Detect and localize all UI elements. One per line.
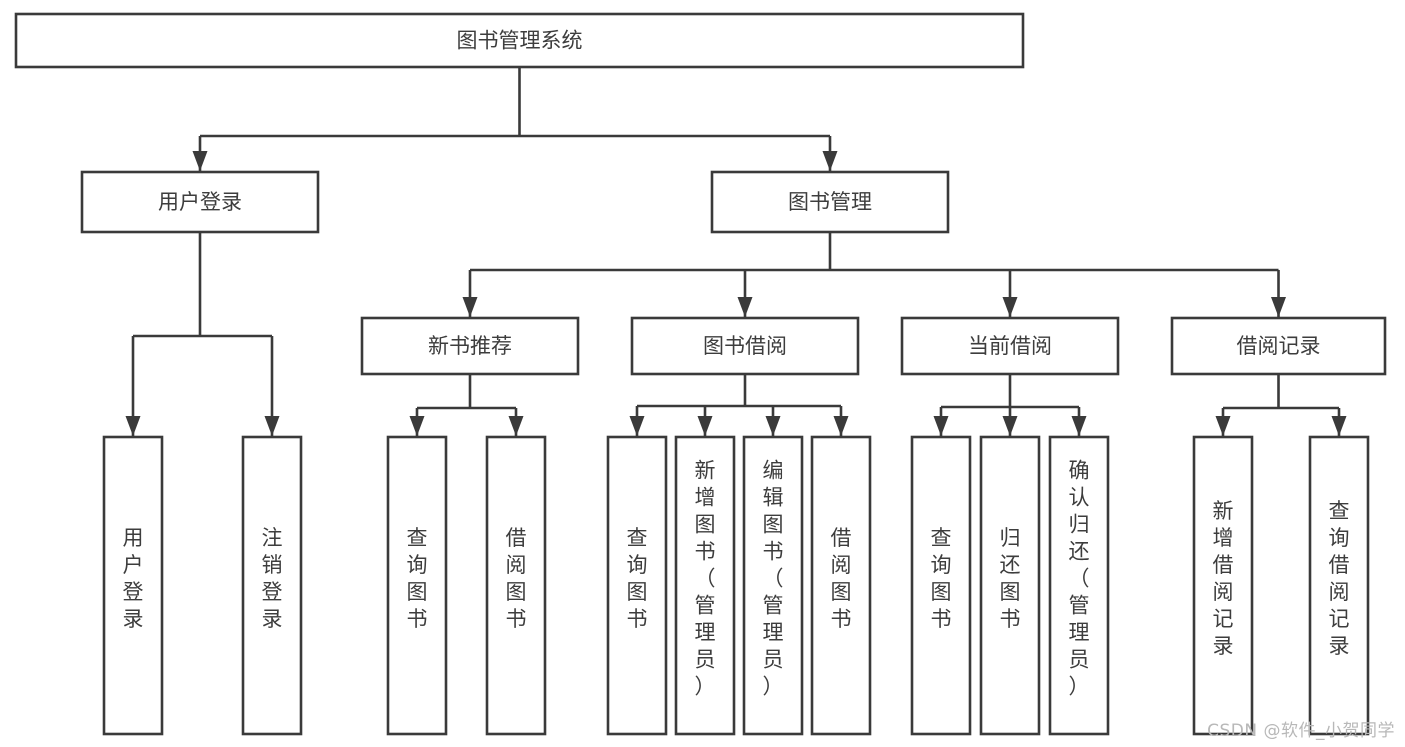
edges-layer xyxy=(125,67,1347,436)
csdn-watermark: CSDN @软件_小贺同学 xyxy=(1207,721,1395,741)
node-box-user-logout-leaf xyxy=(241,435,303,736)
node-label-query-book-1: 查询图书 xyxy=(407,526,428,631)
node-box-add-borrow-record xyxy=(1192,435,1254,736)
leaf-1-arrow-2 xyxy=(765,416,781,436)
node-label-borrow-record: 借阅记录 xyxy=(1237,334,1321,358)
node-label-user-login-leaf: 用户登录 xyxy=(123,526,144,631)
node-box-user-login xyxy=(80,170,320,234)
node-label-return-book: 归还图书 xyxy=(1000,526,1021,631)
node-query-book-2[interactable]: 查询图书 xyxy=(606,435,668,736)
node-box-query-book-3 xyxy=(910,435,972,736)
leaf-1-arrow-3 xyxy=(833,416,849,436)
node-edit-book-admin[interactable]: 编辑图书（管理员） xyxy=(742,435,804,736)
node-box-borrow-book-2 xyxy=(810,435,872,736)
node-label-add-borrow-record: 新增借阅记录 xyxy=(1213,499,1234,658)
node-box-borrow-book-1 xyxy=(485,435,547,736)
node-label-edit-book-admin: 编辑图书（管理员） xyxy=(763,459,784,699)
node-query-book-3[interactable]: 查询图书 xyxy=(910,435,972,736)
leaf-1-arrow-0 xyxy=(629,416,645,436)
node-box-return-book xyxy=(979,435,1041,736)
l2-arrow-1 xyxy=(737,297,753,317)
leaf-1-arrow-1 xyxy=(697,416,713,436)
node-box-book-manage xyxy=(710,170,950,234)
node-add-borrow-record[interactable]: 新增借阅记录 xyxy=(1192,435,1254,736)
node-box-new-book-recommend xyxy=(360,316,580,376)
root-arrow-0 xyxy=(192,151,208,171)
l2-arrow-3 xyxy=(1271,297,1286,317)
node-box-book-borrow xyxy=(630,316,860,376)
l1-0-arrow-1 xyxy=(264,416,280,436)
node-box-user-login-leaf xyxy=(102,435,164,736)
node-book-borrow[interactable]: 图书借阅 xyxy=(630,316,860,376)
leaf-2-arrow-0 xyxy=(933,416,949,436)
node-user-login[interactable]: 用户登录 xyxy=(80,170,320,234)
node-label-root: 图书管理系统 xyxy=(457,29,583,53)
node-box-edit-book-admin xyxy=(742,435,804,736)
node-query-borrow-record[interactable]: 查询借阅记录 xyxy=(1308,435,1370,736)
node-root[interactable]: 图书管理系统 xyxy=(14,12,1025,69)
node-box-query-borrow-record xyxy=(1308,435,1370,736)
node-box-borrow-record xyxy=(1170,316,1387,376)
node-new-book-recommend[interactable]: 新书推荐 xyxy=(360,316,580,376)
node-label-user-logout-leaf: 注销登录 xyxy=(262,526,283,631)
node-label-add-book-admin: 新增图书（管理员） xyxy=(695,459,716,699)
l2-arrow-2 xyxy=(1002,297,1018,317)
node-return-book[interactable]: 归还图书 xyxy=(979,435,1041,736)
leaf-3-arrow-0 xyxy=(1215,416,1231,436)
leaf-3-arrow-1 xyxy=(1331,416,1347,436)
node-label-query-book-2: 查询图书 xyxy=(627,526,648,631)
leaf-2-arrow-1 xyxy=(1002,416,1018,436)
node-user-logout-leaf[interactable]: 注销登录 xyxy=(241,435,303,736)
l2-arrow-0 xyxy=(462,297,478,317)
leaf-0-arrow-1 xyxy=(508,416,524,436)
node-label-query-borrow-record: 查询借阅记录 xyxy=(1329,499,1350,658)
nodes-layer: 图书管理系统用户登录图书管理用户登录注销登录新书推荐图书借阅当前借阅借阅记录查询… xyxy=(14,12,1387,736)
node-label-confirm-return-admin: 确认归还（管理员） xyxy=(1069,459,1090,699)
leaf-0-arrow-0 xyxy=(409,416,425,436)
node-label-borrow-book-1: 借阅图书 xyxy=(506,526,527,631)
node-label-book-borrow: 图书借阅 xyxy=(703,334,787,358)
node-label-borrow-book-2: 借阅图书 xyxy=(831,526,852,631)
node-confirm-return-admin[interactable]: 确认归还（管理员） xyxy=(1048,435,1110,736)
node-borrow-record[interactable]: 借阅记录 xyxy=(1170,316,1387,376)
node-query-book-1[interactable]: 查询图书 xyxy=(386,435,448,736)
node-box-add-book-admin xyxy=(674,435,736,736)
node-current-borrow[interactable]: 当前借阅 xyxy=(900,316,1120,376)
node-label-current-borrow: 当前借阅 xyxy=(968,334,1052,358)
node-user-login-leaf[interactable]: 用户登录 xyxy=(102,435,164,736)
node-book-manage[interactable]: 图书管理 xyxy=(710,170,950,234)
leaf-2-arrow-2 xyxy=(1071,416,1087,436)
node-borrow-book-1[interactable]: 借阅图书 xyxy=(485,435,547,736)
node-label-book-manage: 图书管理 xyxy=(788,190,872,214)
l1-0-arrow-0 xyxy=(125,416,141,436)
root-arrow-1 xyxy=(822,151,838,171)
node-label-user-login: 用户登录 xyxy=(158,190,242,214)
node-box-query-book-2 xyxy=(606,435,668,736)
node-box-query-book-1 xyxy=(386,435,448,736)
node-box-confirm-return-admin xyxy=(1048,435,1110,736)
node-box-current-borrow xyxy=(900,316,1120,376)
node-label-query-book-3: 查询图书 xyxy=(931,526,952,631)
node-box-root xyxy=(14,12,1025,69)
node-borrow-book-2[interactable]: 借阅图书 xyxy=(810,435,872,736)
node-add-book-admin[interactable]: 新增图书（管理员） xyxy=(674,435,736,736)
node-label-new-book-recommend: 新书推荐 xyxy=(428,334,512,358)
